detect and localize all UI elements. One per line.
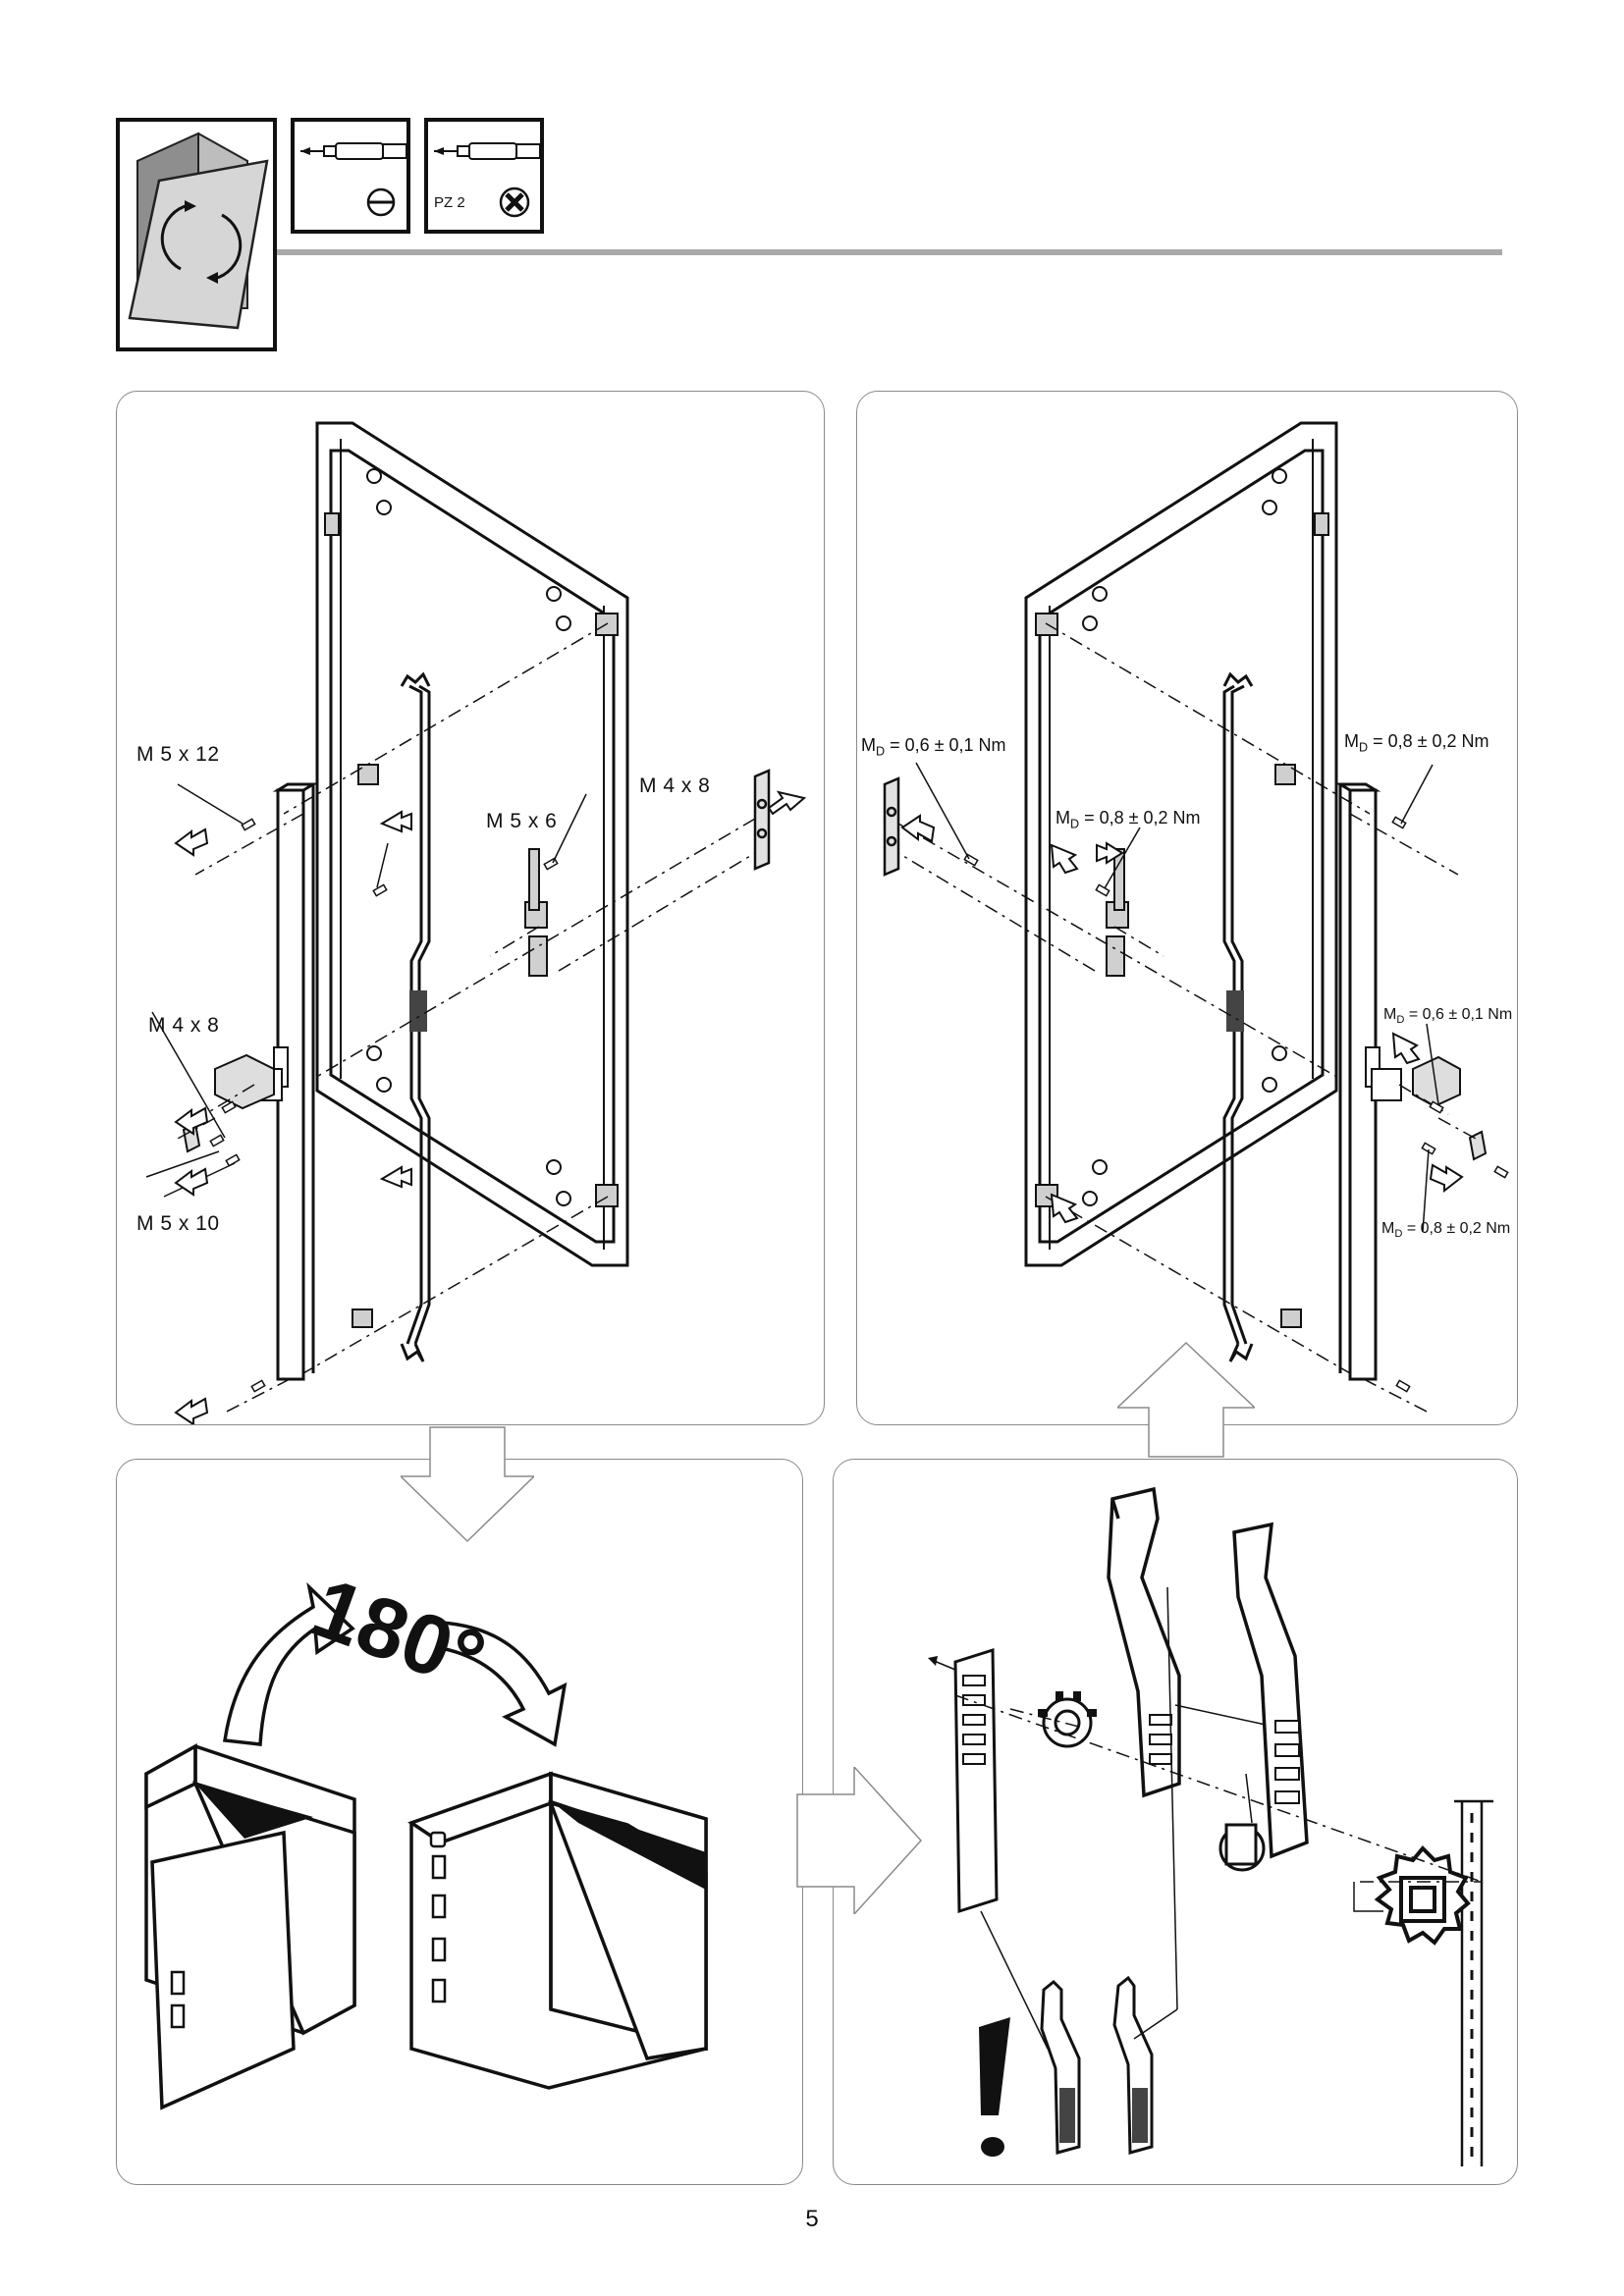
torque-label-right-top: MD = 0,8 ± 0,2 Nm bbox=[1344, 731, 1489, 755]
rotate-cabinet-illustration: 180° bbox=[144, 1560, 708, 2110]
torque-label-right-bottom: MD = 0,8 ± 0,2 Nm bbox=[1381, 1220, 1511, 1241]
label-m4x8-top: M 4 x 8 bbox=[639, 774, 711, 797]
panel-remove-hinges: M 5 x 12 M 4 x 8 M 5 x 6 M 4 x 8 M 5 x 1… bbox=[116, 391, 825, 1425]
page-number: 5 bbox=[805, 2206, 819, 2232]
label-m5x12: M 5 x 12 bbox=[136, 743, 220, 766]
arrow-up-right bbox=[1117, 1341, 1255, 1458]
label-m5x6: M 5 x 6 bbox=[486, 810, 558, 832]
cabinet-door-exploded-left bbox=[145, 421, 807, 1424]
panel-rotate-180: 180° bbox=[116, 1459, 803, 2185]
label-m4x8-left: M 4 x 8 bbox=[148, 1014, 220, 1037]
cabinet-door-exploded-right bbox=[883, 421, 1509, 1414]
pozi-screwdriver-icon bbox=[434, 142, 541, 218]
header-rule bbox=[277, 249, 1502, 255]
rotate-door-symbol bbox=[116, 118, 277, 351]
door-rotate-icon bbox=[120, 122, 273, 347]
rotation-degree-text: 180° bbox=[300, 1560, 497, 1708]
arrow-down-left bbox=[401, 1426, 534, 1543]
pozi-screwdriver-box bbox=[424, 118, 544, 234]
panel-mount-hinges: MD = 0,6 ± 0,1 Nm MD = 0,8 ± 0,2 Nm MD =… bbox=[856, 391, 1518, 1425]
arrow-right-middle bbox=[796, 1767, 923, 1914]
panel-lock-adjust bbox=[833, 1459, 1518, 2185]
torque-label-center: MD = 0,8 ± 0,2 Nm bbox=[1056, 808, 1201, 831]
exclamation-icon bbox=[979, 2017, 1010, 2157]
label-m5x10: M 5 x 10 bbox=[136, 1212, 220, 1235]
pz-size-label: PZ 2 bbox=[434, 194, 465, 211]
torque-label-right-mid: MD = 0,6 ± 0,1 Nm bbox=[1383, 1006, 1513, 1027]
lock-rod-detail bbox=[928, 1486, 1493, 2166]
torque-label-left: MD = 0,6 ± 0,1 Nm bbox=[861, 735, 1006, 759]
flat-screwdriver-box bbox=[291, 118, 410, 234]
flat-screwdriver-icon bbox=[300, 142, 407, 217]
